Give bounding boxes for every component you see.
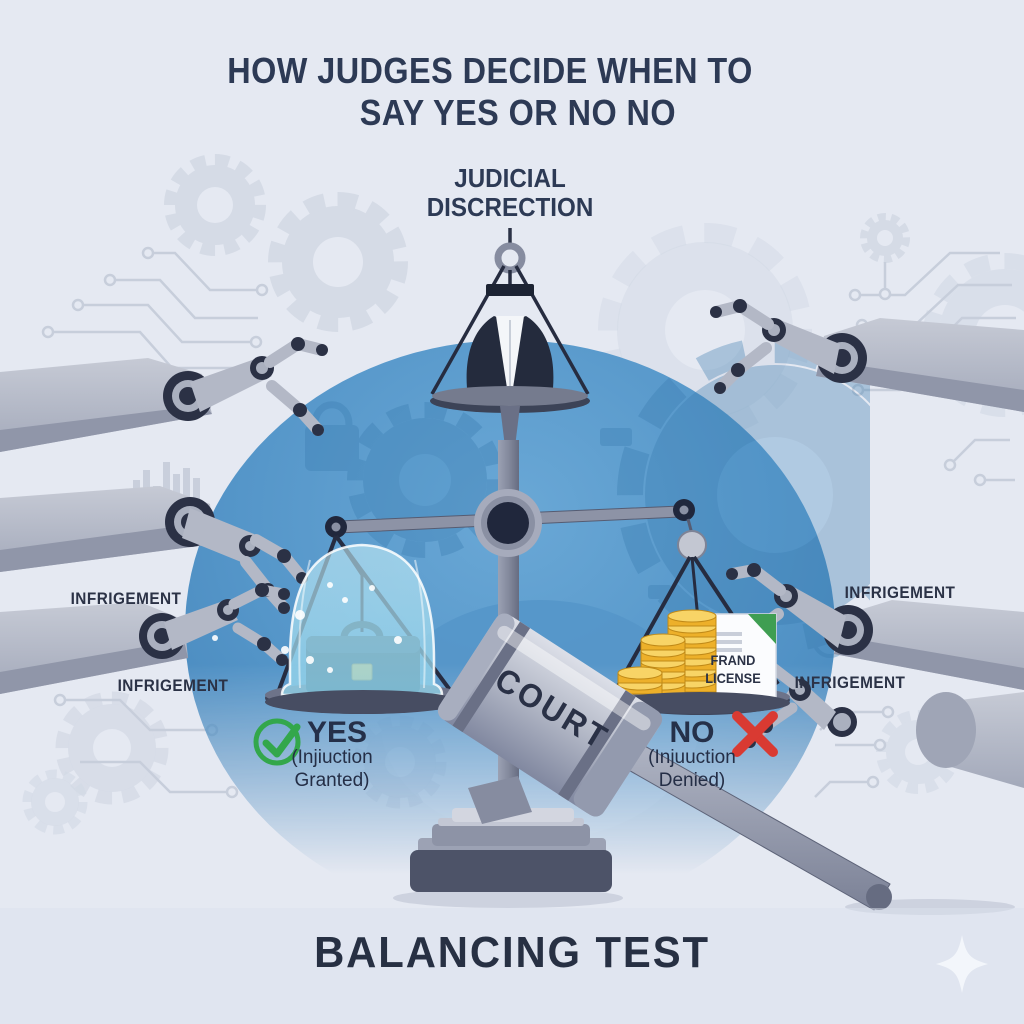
sparkle-icon — [936, 935, 988, 993]
gavel-head — [437, 613, 663, 817]
infringement-label-left-bottom: INFRIGEMENT — [117, 677, 229, 695]
infringement-label-left-top: INFRIGEMENT — [70, 590, 182, 608]
no-verdict: NO — [669, 716, 715, 749]
judge-robe-icon — [466, 316, 554, 398]
infringement-label-right-bottom: INFRIGEMENT — [794, 674, 906, 692]
yes-verdict: YES — [306, 716, 368, 749]
robe-hanger — [486, 284, 534, 296]
title-line2: SAY YES OR NO NO — [359, 91, 677, 133]
robot-arm-left-bottom — [0, 583, 290, 694]
scales-of-justice — [212, 228, 790, 868]
bell-jar-icon — [212, 543, 444, 697]
gavel-shadow — [393, 888, 623, 908]
infringement-label-right-top: INFRIGEMENT — [844, 584, 956, 602]
robot-arm-right-middle — [726, 563, 1024, 690]
robot-arm-right-top — [710, 299, 1024, 412]
coin-stacks-icon — [617, 609, 717, 695]
title-line1: HOW JUDGES DECIDE WHEN TO — [227, 50, 753, 91]
x-mark-icon — [732, 711, 778, 757]
check-circle-icon — [253, 718, 301, 766]
gavel-icon — [393, 613, 1015, 915]
robot-arm-left-top — [0, 337, 328, 452]
footer-title: BALANCING TEST — [314, 928, 710, 977]
